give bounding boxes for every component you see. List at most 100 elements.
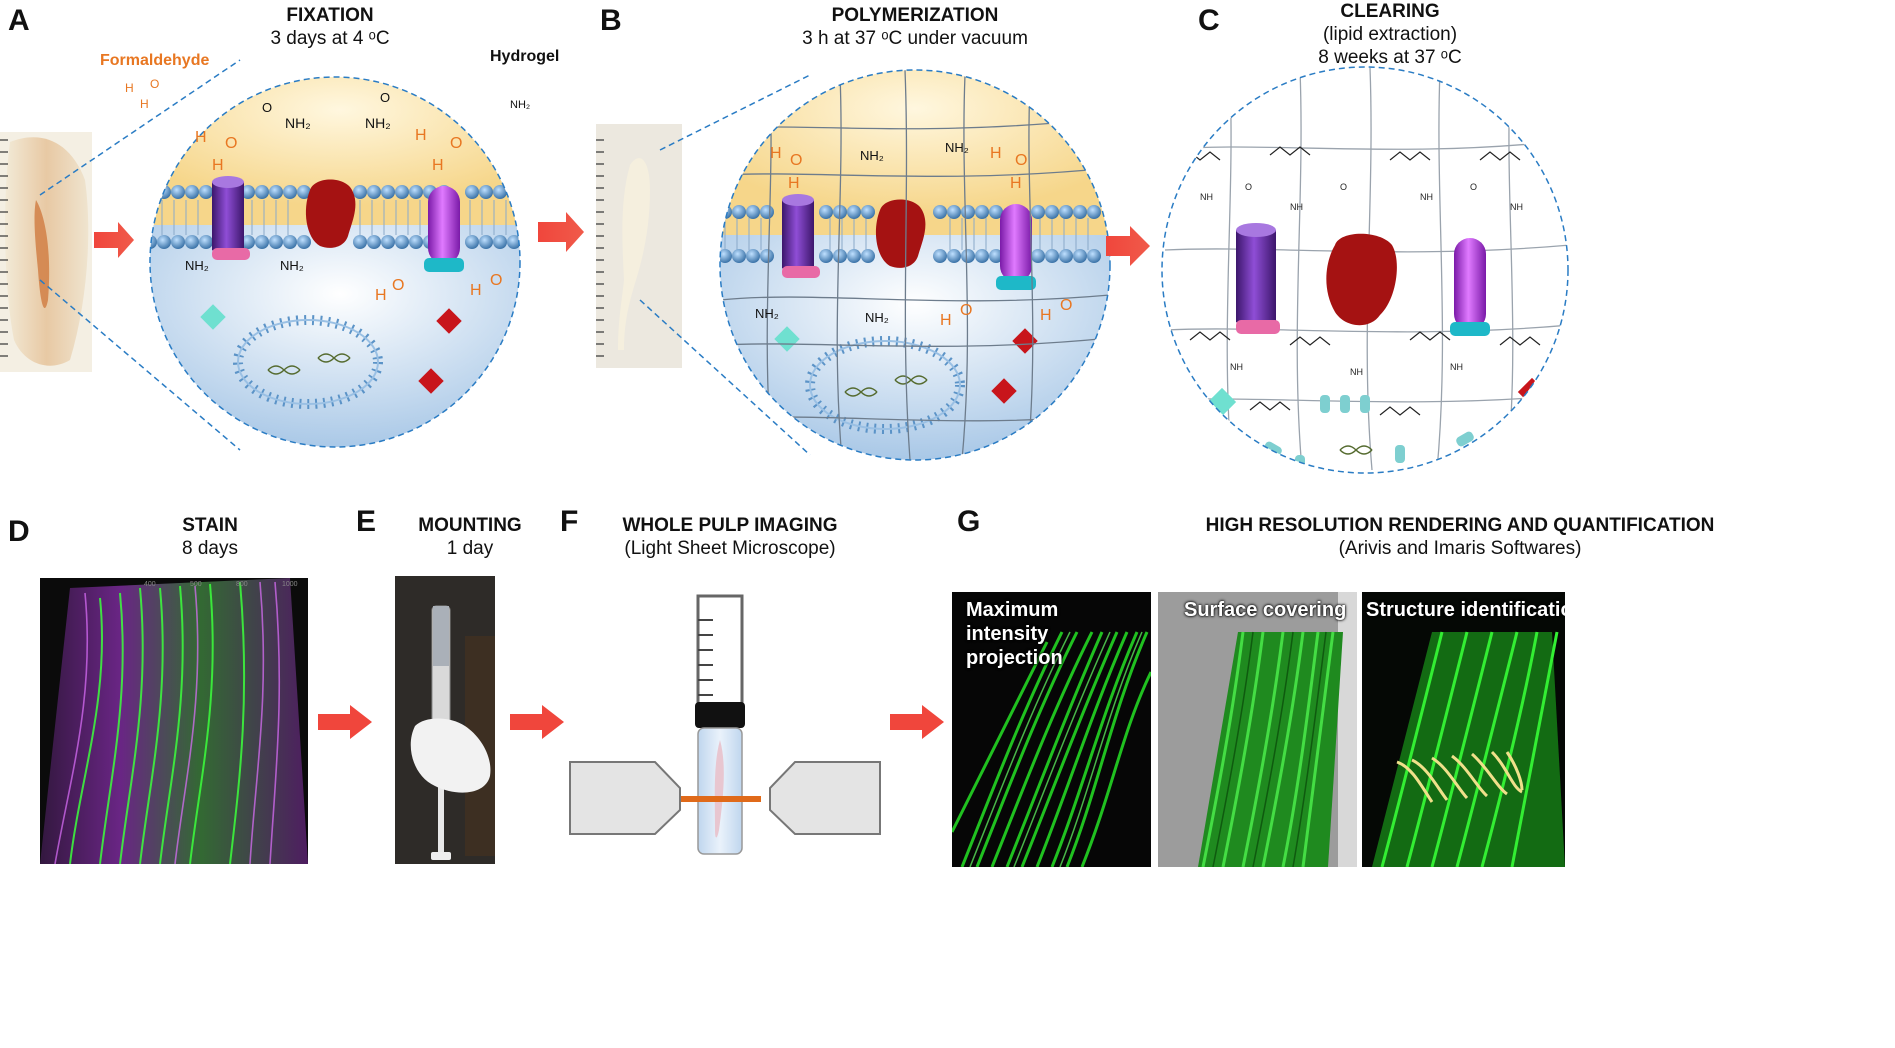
rendering-panel-surface: Surface covering <box>1158 592 1357 867</box>
fixation-heading: FIXATION <box>286 5 374 26</box>
panel-letter-a: A <box>8 4 30 37</box>
arrow-right-icon <box>318 705 372 739</box>
mounting-title: MOUNTING 1 day <box>400 514 540 560</box>
svg-text:NH₂: NH₂ <box>280 258 304 273</box>
imaging-title: WHOLE PULP IMAGING (Light Sheet Microsco… <box>600 514 860 560</box>
svg-text:NH₂: NH₂ <box>510 99 530 111</box>
surface-caption: Surface covering <box>1184 599 1347 621</box>
zoom-line <box>39 279 241 451</box>
rendering-panel-mip: Maximum intensity projection <box>952 592 1151 867</box>
svg-text:H: H <box>470 282 482 299</box>
rendering-heading: HIGH RESOLUTION RENDERING AND QUANTIFICA… <box>1205 515 1715 536</box>
stain-fibers: 400 500 800 1000 <box>40 578 308 864</box>
svg-text:H: H <box>125 81 134 95</box>
svg-text:NH₂: NH₂ <box>185 258 209 273</box>
svg-text:NH: NH <box>1510 202 1523 212</box>
panel-letter-b: B <box>600 4 622 37</box>
svg-text:H: H <box>375 287 387 304</box>
stain-title: STAIN 8 days <box>110 514 310 560</box>
mounting-photo <box>395 576 495 864</box>
polymerization-condition: 3 h at 37 ᵒC under vacuum <box>802 28 1028 49</box>
polymerization-title: POLYMERIZATION 3 h at 37 ᵒC under vacuum <box>770 4 1060 50</box>
fixation-condition: 3 days at 4 ᵒC <box>270 28 390 49</box>
structure-caption: Structure identification <box>1366 599 1565 621</box>
svg-text:H: H <box>415 127 427 144</box>
svg-text:O: O <box>1015 152 1027 169</box>
svg-text:NH₂: NH₂ <box>860 148 884 163</box>
imaging-heading: WHOLE PULP IMAGING <box>622 515 838 536</box>
svg-text:O: O <box>1340 182 1347 192</box>
light-sheet-microscope-diagram <box>569 594 881 855</box>
panel-letter-c: C <box>1198 4 1220 37</box>
svg-text:NH₂: NH₂ <box>945 140 969 155</box>
identified-structures <box>1396 750 1524 803</box>
panel-letter-d: D <box>8 515 30 548</box>
svg-text:H: H <box>788 175 800 192</box>
svg-text:H: H <box>195 129 207 146</box>
chemical-structures: NH₂ NH₂ O O NH₂ NH₂ NH₂ <box>185 90 530 273</box>
syringe-in-glove <box>395 576 495 864</box>
svg-text:NH: NH <box>1450 362 1463 372</box>
svg-text:O: O <box>262 100 272 115</box>
rendering-software: (Arivis and Imaris Softwares) <box>1338 538 1582 559</box>
clearing-subtitle: (lipid extraction) <box>1322 24 1458 45</box>
right-objective <box>769 761 881 835</box>
plunger-cap <box>695 702 745 728</box>
stain-axis-tick: 800 <box>236 581 248 588</box>
formaldehyde-label: Formaldehyde <box>100 52 210 69</box>
purple-protein <box>212 182 244 256</box>
stain-axis-tick: 400 <box>144 581 156 588</box>
svg-text:NH: NH <box>1420 192 1433 202</box>
svg-text:O: O <box>1245 182 1252 192</box>
svg-text:NH₂: NH₂ <box>865 310 889 325</box>
green-fiber-rendering <box>952 631 1151 867</box>
panel-letter-f: F <box>560 505 579 538</box>
svg-text:O: O <box>790 152 802 169</box>
arrow-right-icon <box>94 222 134 258</box>
stain-microscopy-image: 400 500 800 1000 <box>40 578 308 864</box>
svg-text:NH₂: NH₂ <box>365 115 391 131</box>
stain-heading: STAIN <box>182 515 238 536</box>
zoom-line <box>639 299 811 456</box>
red-protein <box>305 179 356 248</box>
imaging-instrument: (Light Sheet Microscope) <box>624 538 836 559</box>
zoom-line <box>659 74 811 151</box>
polymerization-zoom-circle <box>719 69 1111 461</box>
green-surface-rendering <box>1198 592 1357 867</box>
panel-letter-e: E <box>356 505 377 538</box>
arrow-right-icon <box>1106 226 1150 266</box>
svg-text:NH: NH <box>1350 367 1363 377</box>
svg-text:O: O <box>1470 182 1477 192</box>
arrow-right-icon <box>510 705 564 739</box>
svg-text:H: H <box>1040 307 1052 324</box>
svg-text:H: H <box>140 97 149 111</box>
pulp-sample <box>714 740 724 838</box>
magenta-protein <box>428 186 460 264</box>
svg-text:H: H <box>1010 175 1022 192</box>
top-row-diagram: NH₂ NH₂ O O NH₂ NH₂ NH₂ HOH HOH HO HO HO… <box>0 59 1569 474</box>
zoom-line <box>39 59 241 196</box>
svg-text:NH₂: NH₂ <box>755 306 779 321</box>
svg-text:O: O <box>490 272 502 289</box>
svg-text:H: H <box>770 145 782 162</box>
svg-text:O: O <box>380 90 390 105</box>
svg-text:H: H <box>432 157 444 174</box>
polymerization-heading: POLYMERIZATION <box>831 5 999 26</box>
svg-text:O: O <box>450 135 462 152</box>
rendering-panel-structure: Structure identification <box>1362 592 1565 867</box>
hydrogel-label: Hydrogel <box>490 48 560 65</box>
fixation-title: FIXATION 3 days at 4 ᵒC <box>230 4 430 50</box>
panel-letter-g: G <box>957 505 981 538</box>
svg-text:H: H <box>940 312 952 329</box>
stain-axis-tick: 500 <box>190 581 202 588</box>
stain-axis-tick: 1000 <box>282 581 298 588</box>
clearing-title: CLEARING (lipid extraction) 8 weeks at 3… <box>1290 0 1490 69</box>
mounting-duration: 1 day <box>446 538 494 559</box>
structure-identification-rendering <box>1372 631 1565 867</box>
svg-text:O: O <box>225 135 237 152</box>
arrow-right-icon <box>890 705 944 739</box>
svg-text:O: O <box>392 277 404 294</box>
mounting-heading: MOUNTING <box>418 515 522 536</box>
